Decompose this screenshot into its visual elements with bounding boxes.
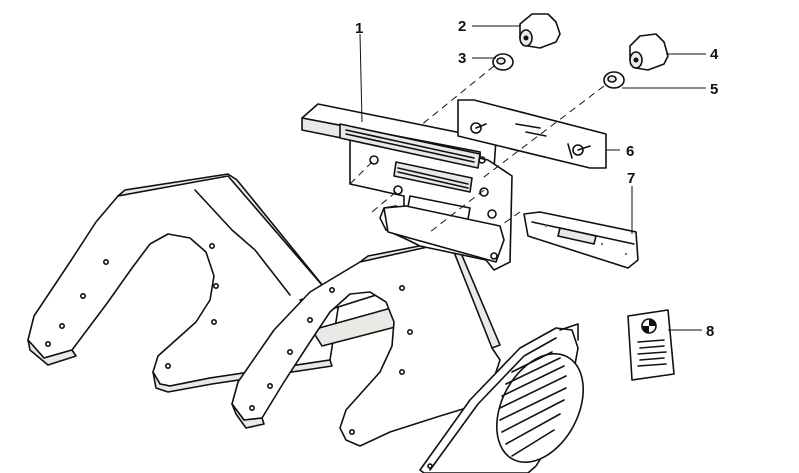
part-label-2: 2 bbox=[458, 18, 466, 35]
rubber-buffer-2 bbox=[519, 13, 561, 49]
part-label-5: 5 bbox=[710, 81, 718, 98]
label-plate bbox=[627, 309, 675, 381]
part-label-4: 4 bbox=[710, 46, 719, 63]
main-bracket bbox=[301, 103, 513, 271]
part-label-1: 1 bbox=[355, 20, 363, 37]
gasket-strip bbox=[523, 211, 639, 269]
mounting-plate bbox=[457, 99, 607, 169]
rubber-buffer-4 bbox=[629, 33, 669, 71]
part-label-3: 3 bbox=[458, 50, 466, 67]
assembly-axes bbox=[349, 65, 605, 233]
washer-3 bbox=[492, 53, 514, 71]
part-label-8: 8 bbox=[706, 323, 714, 340]
washer-5 bbox=[603, 71, 625, 89]
part-label-6: 6 bbox=[626, 143, 634, 160]
leader-lines bbox=[359, 25, 706, 331]
grille-slots bbox=[499, 351, 567, 457]
part-label-7: 7 bbox=[627, 170, 635, 187]
part-labels: 1 2 3 4 5 6 7 8 bbox=[355, 18, 719, 340]
speaker-grille-cover bbox=[419, 323, 585, 473]
